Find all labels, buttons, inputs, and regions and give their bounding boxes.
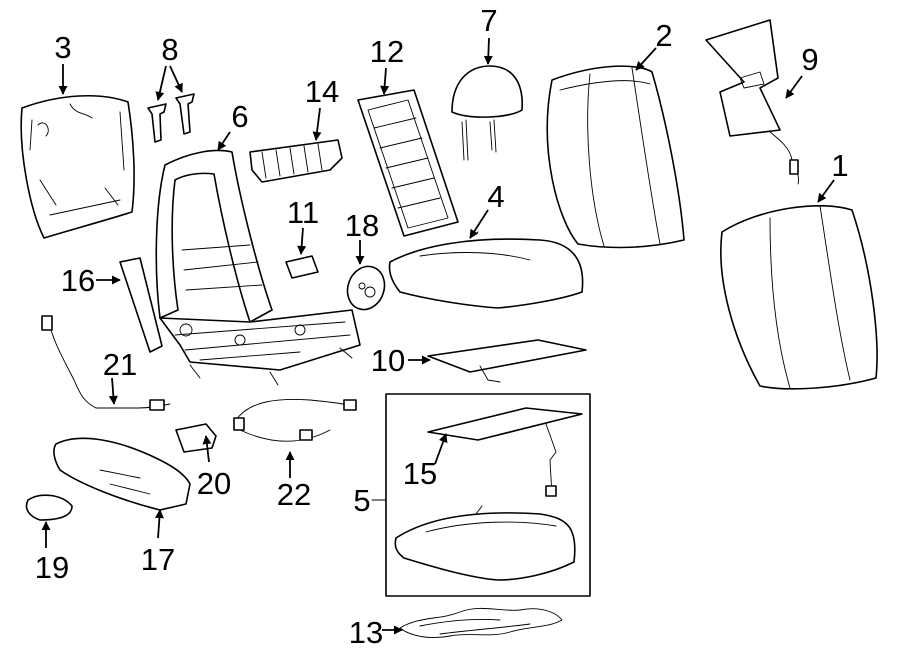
callout-14: 14 bbox=[305, 74, 339, 109]
callout-8: 8 bbox=[161, 32, 178, 67]
callout-21: 21 bbox=[103, 347, 137, 382]
part-4-seat-cushion bbox=[388, 231, 584, 309]
part-18-knob bbox=[346, 265, 386, 311]
callout-2: 2 bbox=[655, 18, 672, 53]
part-22-seat-harness bbox=[233, 398, 357, 442]
part-19-knob-cap bbox=[25, 494, 73, 521]
part-10-heater-mat bbox=[427, 339, 587, 383]
callout-16: 16 bbox=[61, 263, 95, 298]
part-14-heater-strip bbox=[249, 139, 343, 183]
part-9-module bbox=[705, 19, 799, 185]
part-12-back-frame bbox=[357, 89, 459, 237]
callout-10: 10 bbox=[371, 343, 405, 378]
part-17-side-shield bbox=[53, 437, 191, 511]
callout-9: 9 bbox=[801, 42, 818, 77]
callout-4: 4 bbox=[487, 179, 504, 214]
callout-3: 3 bbox=[54, 30, 71, 65]
callout-12: 12 bbox=[370, 34, 404, 69]
part-6-seat-frame bbox=[155, 149, 361, 386]
leader-lines bbox=[41, 37, 835, 635]
part-2-seatback-cover bbox=[546, 65, 685, 249]
part-7-headrest bbox=[451, 65, 523, 161]
callout-15: 15 bbox=[403, 456, 437, 491]
callout-11: 11 bbox=[287, 195, 319, 230]
part-16-side-trim bbox=[119, 257, 163, 353]
callout-13: 13 bbox=[349, 615, 383, 650]
part-8-clips bbox=[147, 93, 195, 143]
callout-20: 20 bbox=[197, 466, 231, 501]
callout-18: 18 bbox=[345, 208, 379, 243]
callout-17: 17 bbox=[141, 542, 175, 577]
part-11-block bbox=[285, 255, 319, 279]
callout-7: 7 bbox=[480, 3, 497, 38]
part-13-wire bbox=[399, 607, 563, 639]
part-3-back-panel bbox=[20, 95, 135, 239]
part-20-switch bbox=[175, 423, 217, 453]
callout-6: 6 bbox=[231, 99, 248, 134]
callout-22: 22 bbox=[277, 477, 311, 512]
part-1-seatback-rear bbox=[720, 205, 878, 390]
part-5-assembly-box bbox=[385, 393, 591, 597]
callout-labels: 3 8 6 14 12 7 2 9 1 4 11 18 16 10 21 20 … bbox=[35, 3, 849, 650]
part-21-harness bbox=[41, 315, 171, 411]
callout-19: 19 bbox=[35, 550, 69, 585]
callout-1: 1 bbox=[831, 148, 848, 183]
callout-5: 5 bbox=[353, 483, 370, 518]
